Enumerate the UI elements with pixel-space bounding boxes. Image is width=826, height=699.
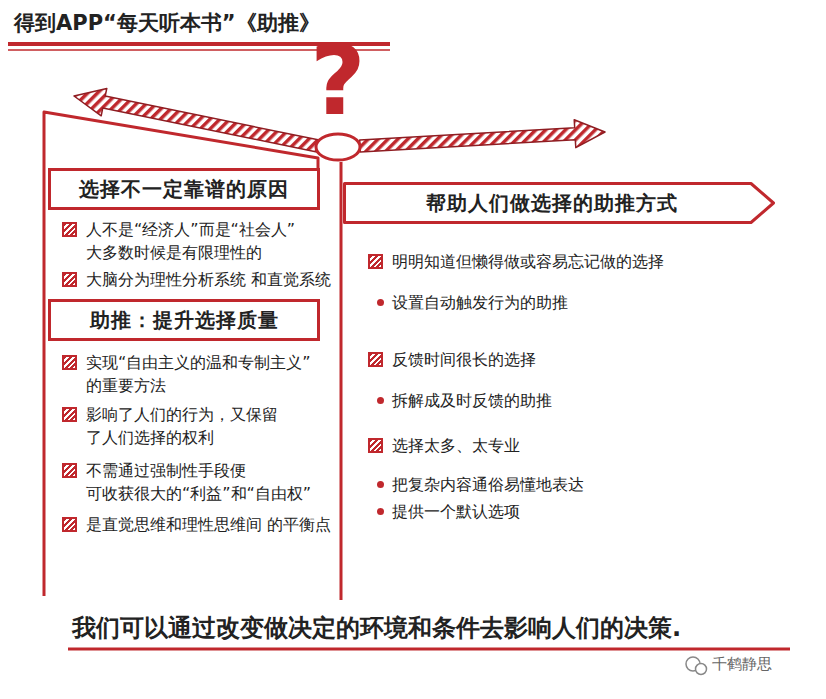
bullet-item: 明明知道但懒得做或容易忘记做的选择 [392, 250, 772, 273]
bullet-item: 设置自动触发行为的助推 [392, 291, 772, 314]
caption: 我们可以通过改变做决定的环境和条件去影响人们的决策. [72, 612, 681, 644]
left-arrow [74, 88, 319, 151]
bullet-text: 人不是“经济人”而是“社会人” 大多数时候是有限理性的 [86, 218, 334, 264]
bullet-text: 实现“自由主义的温和专制主义” 的重要方法 [86, 351, 334, 397]
heading-box: 助推：提升选择质量 [48, 299, 320, 341]
bullet-text: 拆解成及时反馈的助推 [392, 389, 772, 412]
bullet-item: 把复杂内容通俗易懂地表达 [392, 473, 772, 496]
right-arrow [360, 120, 605, 152]
question-mark: ? [310, 38, 366, 124]
watermark: 千鹤静思 [712, 653, 772, 675]
bullet-item: 选择太多、太专业 [392, 434, 772, 457]
bullet-text: 明明知道但懒得做或容易忘记做的选择 [392, 250, 772, 273]
dot-marker [377, 299, 384, 306]
hatched-square-marker [368, 254, 383, 269]
arrow-band-outline [345, 184, 774, 223]
hatched-square-marker [62, 407, 77, 422]
bullet-text: 不需通过强制性手段便 可收获很大的“利益”和“自由权” [86, 459, 334, 505]
hatched-square-marker [368, 438, 383, 453]
bullet-item: 是直觉思维和理性思维间 的平衡点 [86, 513, 334, 536]
caption-underline [68, 648, 790, 651]
heading-text: 助推：提升选择质量 [90, 306, 279, 334]
bullet-item: 拆解成及时反馈的助推 [392, 389, 772, 412]
bullet-item: 反馈时间很长的选择 [392, 348, 772, 371]
bullet-item: 影响了人们的行为，又保留 了人们选择的权利 [86, 403, 334, 449]
dot-marker [377, 397, 384, 404]
arrow-band: 帮助人们做选择的助推方式 [343, 182, 775, 224]
bullet-item: 提供一个默认选项 [392, 500, 772, 523]
hatched-square-marker [368, 352, 383, 367]
bullet-item: 实现“自由主义的温和专制主义” 的重要方法 [86, 351, 334, 397]
bullet-text: 影响了人们的行为，又保留 了人们选择的权利 [86, 403, 334, 449]
hatched-square-marker [62, 222, 77, 237]
bullet-text: 反馈时间很长的选择 [392, 348, 772, 371]
hatched-square-marker [62, 463, 77, 478]
bullet-item: 人不是“经济人”而是“社会人” 大多数时候是有限理性的 [86, 218, 334, 264]
dot-marker [377, 481, 384, 488]
right-panel-outline [340, 162, 343, 600]
bullet-text: 提供一个默认选项 [392, 500, 772, 523]
bullet-item: 大脑分为理性分析系统 和直觉系统 [86, 268, 334, 291]
dot-marker [377, 508, 384, 515]
pivot-oval [316, 134, 360, 160]
heading-text: 帮助人们做选择的助推方式 [426, 189, 678, 217]
hatched-square-marker [62, 272, 77, 287]
title: 得到APP“每天听本书”《助推》 [14, 8, 320, 38]
bullet-item: 不需通过强制性手段便 可收获很大的“利益”和“自由权” [86, 459, 334, 505]
bullet-text: 是直觉思维和理性思维间 的平衡点 [86, 513, 334, 536]
hatched-square-marker [62, 355, 77, 370]
wechat-icon [696, 664, 707, 675]
bullet-text: 选择太多、太专业 [392, 434, 772, 457]
bullet-text: 大脑分为理性分析系统 和直觉系统 [86, 268, 334, 291]
heading-box: 选择不一定靠谱的原因 [48, 168, 320, 210]
bullet-text: 把复杂内容通俗易懂地表达 [392, 473, 772, 496]
heading-text: 选择不一定靠谱的原因 [79, 175, 289, 203]
hatched-square-marker [62, 517, 77, 532]
bullet-text: 设置自动触发行为的助推 [392, 291, 772, 314]
